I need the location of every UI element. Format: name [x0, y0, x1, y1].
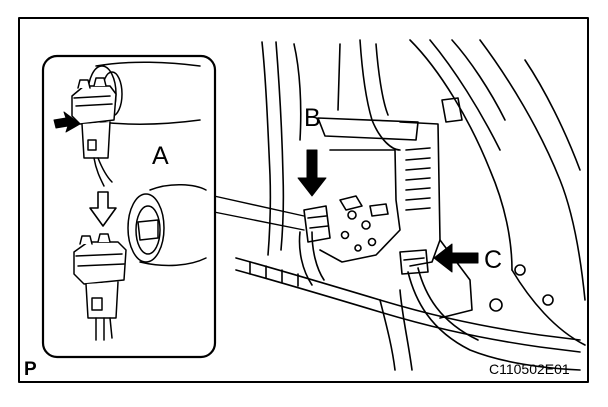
wire-harness	[235, 231, 581, 371]
inset-connector-bottom	[73, 233, 127, 341]
figure-id: C110502E01	[489, 361, 570, 377]
hollow-down-arrow	[89, 191, 117, 227]
corner-mark: P	[24, 359, 37, 380]
release-arrow	[53, 111, 81, 133]
vehicle-body-panel	[261, 39, 586, 346]
callout-b-label: B	[304, 104, 321, 132]
figure-frame	[18, 17, 589, 383]
arrow-b	[297, 149, 327, 197]
connector-c	[399, 249, 429, 275]
inset-connector-top	[71, 77, 117, 187]
arrow-c	[433, 243, 479, 273]
detail-inset-frame	[41, 54, 217, 359]
callout-a-label: A	[152, 142, 169, 170]
connector-b	[303, 205, 331, 243]
inset-socket-bottom	[127, 184, 207, 267]
inset-leader-lines	[213, 195, 305, 231]
callout-c-label: C	[484, 246, 503, 274]
